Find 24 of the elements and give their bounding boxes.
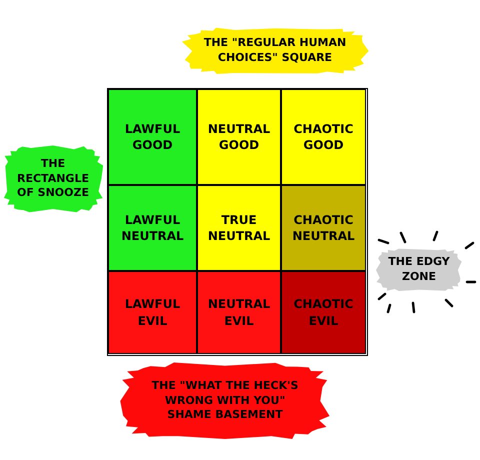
- alignment-label: CHAOTIC EVIL: [292, 296, 354, 329]
- alignment-label: CHAOTIC GOOD: [292, 120, 354, 154]
- marker-highlight: [1, 143, 105, 215]
- alignment-label: TRUE NEUTRAL: [206, 212, 272, 244]
- alignment-label: LAWFUL EVIL: [124, 296, 182, 329]
- alignment-label: NEUTRAL GOOD: [206, 120, 272, 154]
- alignment-label: NEUTRAL EVIL: [206, 296, 272, 329]
- callout-text: THE "REGULAR HUMAN CHOICES" SQUARE: [202, 36, 348, 66]
- alignment-square: [108, 185, 197, 271]
- alignment-square: [197, 271, 281, 354]
- callout-text: THE RECTANGLE OF SNOOZE: [16, 156, 90, 202]
- alignment-label: LAWFUL GOOD: [124, 120, 182, 154]
- callout-text: THE EDGY ZONE: [387, 255, 451, 285]
- alignment-square: [108, 271, 197, 354]
- callout-text: THE "WHAT THE HECK'S WRONG WITH YOU" SHAME BASEMENT: [150, 378, 300, 424]
- alignment-label: CHAOTIC NEUTRAL: [291, 212, 356, 244]
- marker-highlight: [374, 247, 464, 293]
- alignment-square: [197, 89, 281, 185]
- alignment-square: [108, 89, 197, 185]
- alignment-square: [197, 185, 281, 271]
- alignment-square: [281, 185, 366, 271]
- alignment-label: LAWFUL NEUTRAL: [120, 212, 185, 244]
- alignment-square: [281, 271, 366, 354]
- alignment-square: [281, 89, 366, 185]
